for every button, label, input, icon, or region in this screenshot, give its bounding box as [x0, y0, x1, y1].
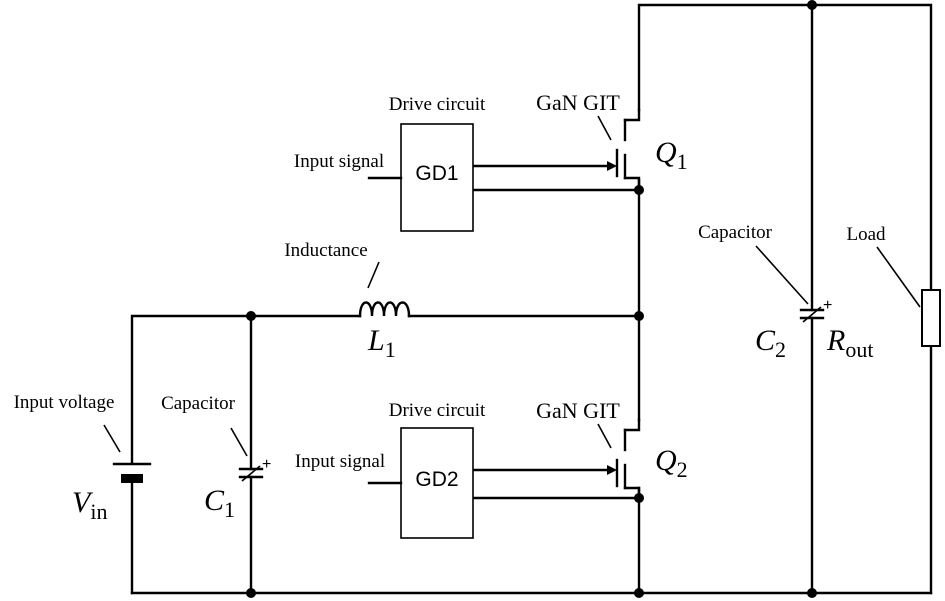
- q2-gate-arrow: [607, 465, 617, 475]
- rout-symbol: Rout: [826, 324, 873, 362]
- vin-label-leader: [103, 424, 121, 453]
- drive-circuit-label-top: Drive circuit: [389, 94, 486, 115]
- c2-label-leader: [755, 245, 809, 305]
- capacitor-c2: +: [755, 245, 832, 323]
- q1-label-leader: [597, 115, 612, 141]
- input-signal-label-bottom: Input signal: [295, 451, 385, 472]
- capacitor-c1-label: Capacitor: [161, 393, 236, 414]
- q1-symbol: Q1: [655, 136, 688, 174]
- resistor-body: [921, 289, 941, 347]
- q2-source-lead: [623, 486, 641, 500]
- c2-slash: [802, 306, 822, 323]
- main-wiring: [130, 3, 933, 595]
- transistor-q1: [471, 108, 641, 192]
- c1-slash: [241, 465, 261, 482]
- input-voltage-label: Input voltage: [14, 392, 115, 413]
- text-labels: Drive circuit Drive circuit Input signal…: [14, 90, 886, 472]
- battery-vin: [103, 424, 152, 483]
- c1-symbol: C1: [204, 484, 235, 522]
- capacitor-c2-label: Capacitor: [698, 222, 773, 243]
- input-signal-label-top: Input signal: [294, 151, 384, 172]
- q2-drain-lead: [623, 418, 641, 432]
- inductor-l1: [358, 261, 411, 318]
- q2-label-leader: [597, 423, 612, 449]
- gd1-label: GD1: [415, 162, 458, 185]
- gan-git-label-bottom: GaN GIT: [536, 398, 620, 423]
- inductor-label-leader: [367, 261, 380, 289]
- gd2-label: GD2: [415, 468, 458, 491]
- junction-dot: [807, 0, 817, 10]
- battery-short-plate: [121, 474, 143, 483]
- transistor-q2: [471, 418, 641, 500]
- junction-dot: [634, 588, 644, 598]
- junction-dot: [807, 588, 817, 598]
- load-label-leader: [876, 246, 921, 308]
- vin-symbol: Vin: [72, 486, 107, 524]
- junction-dot: [634, 311, 644, 321]
- q1-source-lead: [623, 176, 641, 192]
- c2-symbol: C2: [755, 324, 786, 362]
- gate-driver-gd1: GD1: [367, 123, 474, 232]
- top-rail-wire: [637, 3, 933, 292]
- vin-left-wire: [130, 314, 253, 464]
- c2-plus-sign: +: [823, 297, 832, 314]
- q2-symbol: Q2: [655, 444, 688, 482]
- q1-gate-arrow: [607, 161, 617, 171]
- load-label: Load: [846, 224, 886, 245]
- gate-driver-gd2: GD2: [367, 427, 474, 539]
- c1-plus-sign: +: [262, 456, 271, 473]
- gd1-box: [400, 123, 474, 232]
- inductor-coil: [358, 301, 411, 318]
- junction-dots: [246, 0, 817, 598]
- load-resistor-rout: [876, 246, 941, 347]
- capacitor-c1: +: [230, 427, 271, 482]
- l1-symbol: L1: [367, 324, 396, 362]
- junction-dot: [246, 588, 256, 598]
- inductance-label: Inductance: [284, 240, 367, 261]
- junction-dot: [246, 311, 256, 321]
- component-symbols: Q1 Q2 L1 C1 C2 Vin Rout: [72, 136, 873, 524]
- q1-drain-lead: [623, 108, 641, 122]
- c1-label-leader: [230, 427, 248, 457]
- gan-git-label-top: GaN GIT: [536, 90, 620, 115]
- drive-circuit-label-bottom: Drive circuit: [389, 400, 486, 421]
